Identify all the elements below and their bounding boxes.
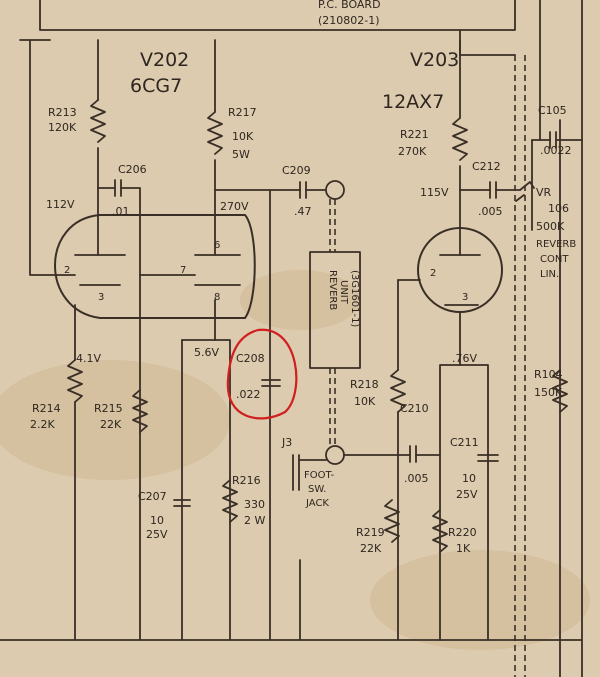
c208-highlight-circle — [226, 328, 298, 420]
v202-wiring — [29, 39, 148, 641]
v203-type: 12AX7 — [382, 91, 444, 113]
c105-ref: C105 — [538, 104, 567, 117]
voltage-4-1v: 4.1V — [76, 352, 101, 365]
c212-ref: C212 — [472, 160, 501, 173]
vr106-l3: LIN. — [540, 269, 559, 280]
right-bus — [19, 0, 583, 677]
r104-value: 150K — [534, 386, 563, 399]
r216-ref: R216 — [232, 474, 261, 487]
voltage-112v: 112V — [46, 198, 75, 211]
vr106-value: 500K — [536, 220, 565, 233]
pin-3: 3 — [98, 292, 104, 303]
reverb-unit: REVERB UNIT (3G1601-1) — [309, 180, 361, 465]
r214-ref: R214 — [32, 402, 61, 415]
c208-value: .022 — [236, 388, 261, 401]
r215-value: 22K — [100, 418, 122, 431]
pin-7: 7 — [180, 265, 186, 276]
paper-stain — [370, 550, 590, 650]
pin-6: 6 — [214, 240, 220, 251]
board-number: (210802-1) — [318, 14, 380, 27]
v202-type: 6CG7 — [130, 75, 182, 97]
r220-value: 1K — [456, 542, 471, 555]
paper-stain — [0, 360, 230, 480]
r217-ref: R217 — [228, 106, 257, 119]
pin-3b: 3 — [462, 292, 468, 303]
j3-l1: FOOT- — [304, 470, 335, 481]
vr106-l1: REVERB — [536, 239, 576, 250]
v202-tube: 2 3 6 7 8 — [54, 214, 256, 319]
c206-value: .01 — [112, 205, 130, 218]
v202-right-wiring — [139, 39, 326, 641]
r218-ref: R218 — [350, 378, 379, 391]
c206-ref: C206 — [118, 163, 147, 176]
r217-value: 10K — [232, 130, 254, 143]
voltage-labels: 112V 270V 115V 4.1V 5.6V .76V — [46, 186, 477, 365]
r219-ref: R219 — [356, 526, 385, 539]
pin-2: 2 — [64, 265, 70, 276]
pin-8: 8 — [214, 292, 220, 303]
component-labels: R213 120K R217 10K 5W R221 270K C206 .01… — [30, 104, 576, 555]
c211-rating: 25V — [456, 488, 478, 501]
j3-l3: JACK — [305, 498, 329, 509]
r219-value: 22K — [360, 542, 382, 555]
pin-2b: 2 — [430, 268, 436, 279]
reverb-l2: UNIT — [338, 280, 349, 305]
c105-value: .0022 — [540, 144, 572, 157]
r221-ref: R221 — [400, 128, 429, 141]
r221-value: 270K — [398, 145, 427, 158]
v203-wiring — [0, 39, 583, 641]
c209-value: .47 — [294, 205, 312, 218]
c207-value: 10 — [150, 514, 164, 527]
c210-value: .005 — [404, 472, 429, 485]
voltage-5-6v: 5.6V — [194, 346, 219, 359]
reverb-l3: (3G1601-1) — [349, 270, 360, 327]
r216-value: 330 — [244, 498, 265, 511]
c209-ref: C209 — [282, 164, 311, 177]
pc-board-box: P.C. BOARD (210802-1) — [39, 0, 516, 56]
r216-rating: 2 W — [244, 514, 265, 527]
board-title: P.C. BOARD — [318, 0, 381, 11]
r213-ref: R213 — [48, 106, 77, 119]
r213-value: 120K — [48, 121, 77, 134]
c207-rating: 25V — [146, 528, 168, 541]
c210-ref: C210 — [400, 402, 429, 415]
v202-ref: V202 — [140, 49, 189, 71]
foot-switch-jack — [292, 454, 411, 641]
r220-ref: R220 — [448, 526, 477, 539]
r218-value: 10K — [354, 395, 376, 408]
v203-ref: V203 — [410, 49, 459, 71]
r215-ref: R215 — [94, 402, 123, 415]
r104-ref: R104 — [534, 368, 563, 381]
c211-value: 10 — [462, 472, 476, 485]
r217-rating: 5W — [232, 148, 250, 161]
c207-ref: C207 — [138, 490, 167, 503]
vr106-num: 106 — [548, 202, 569, 215]
r214-value: 2.2K — [30, 418, 55, 431]
c211-ref: C211 — [450, 436, 479, 449]
voltage-270v: 270V — [220, 200, 249, 213]
c208-ref: C208 — [236, 352, 265, 365]
voltage-0-76v: .76V — [452, 352, 477, 365]
j3-ref: J3 — [281, 436, 292, 449]
vr106-l2: CONT — [540, 254, 569, 265]
vr106-ref: VR — [536, 186, 552, 199]
j3-l2: SW. — [308, 484, 326, 495]
reverb-l1: REVERB — [327, 270, 338, 310]
voltage-115v: 115V — [420, 186, 449, 199]
c212-value: .005 — [478, 205, 503, 218]
